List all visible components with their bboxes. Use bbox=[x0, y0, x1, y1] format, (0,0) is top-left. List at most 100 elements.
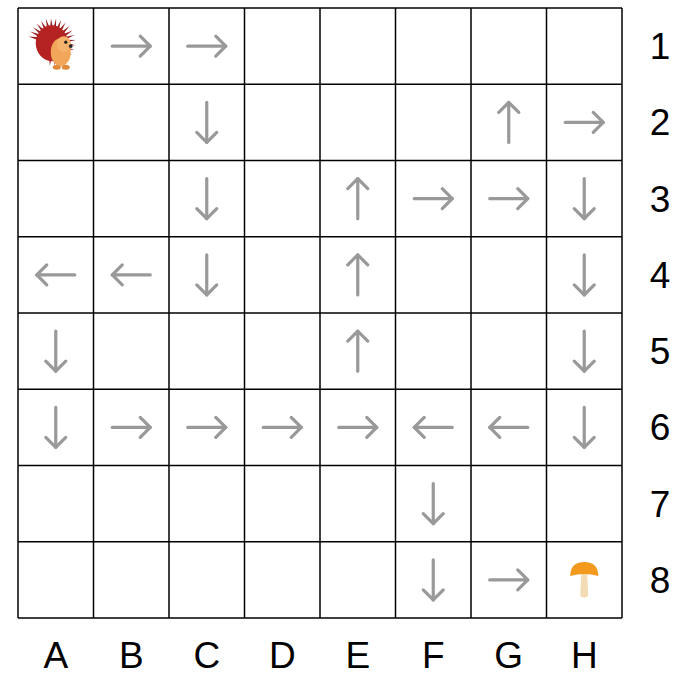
row-number: 4 bbox=[650, 256, 671, 293]
arrow-stroke bbox=[574, 437, 594, 447]
arrow-stroke bbox=[188, 45, 226, 48]
column-letter: G bbox=[494, 637, 523, 674]
direction-arrow bbox=[112, 265, 150, 285]
arrow-stroke bbox=[593, 112, 603, 132]
row-number: 8 bbox=[650, 561, 671, 598]
grid-lines bbox=[18, 8, 622, 618]
arrow-stroke bbox=[414, 417, 424, 437]
direction-arrow bbox=[565, 112, 603, 132]
arrow-stroke bbox=[112, 265, 122, 285]
arrow-stroke bbox=[112, 426, 150, 429]
arrow-stroke bbox=[518, 189, 528, 209]
row-number: 3 bbox=[650, 180, 671, 217]
direction-arrow bbox=[348, 255, 368, 295]
mushroom-icon bbox=[570, 562, 598, 598]
row-number: 5 bbox=[650, 333, 671, 370]
direction-arrow bbox=[112, 417, 150, 437]
arrow-stroke bbox=[348, 331, 368, 341]
direction-arrow bbox=[574, 331, 594, 371]
direction-arrow bbox=[46, 407, 66, 447]
arrow-stroke bbox=[54, 331, 57, 371]
direction-arrow bbox=[37, 265, 75, 285]
arrow-stroke bbox=[188, 426, 226, 429]
arrow-stroke bbox=[263, 426, 301, 429]
direction-arrow bbox=[414, 417, 452, 437]
arrow-stroke bbox=[197, 285, 217, 295]
direction-arrow bbox=[188, 36, 226, 56]
arrow-stroke bbox=[140, 36, 150, 56]
direction-arrow bbox=[490, 570, 528, 590]
column-letter: D bbox=[269, 637, 296, 674]
direction-arrow bbox=[197, 255, 217, 295]
grid-line bbox=[18, 7, 622, 9]
hedgehog-face bbox=[57, 36, 71, 52]
arrow-stroke bbox=[140, 417, 150, 437]
column-letter: B bbox=[119, 637, 144, 674]
grid-line bbox=[18, 312, 622, 314]
direction-arrow bbox=[188, 417, 226, 437]
arrow-stroke bbox=[205, 255, 208, 295]
arrow-stroke bbox=[112, 273, 150, 276]
arrow-stroke bbox=[583, 179, 586, 219]
direction-arrow bbox=[414, 189, 452, 209]
grid-line bbox=[18, 389, 622, 391]
arrow-stroke bbox=[414, 426, 452, 429]
arrow-stroke bbox=[356, 255, 359, 295]
column-letter: F bbox=[422, 637, 445, 674]
arrow-stroke bbox=[442, 189, 452, 209]
arrow-stroke bbox=[291, 417, 301, 437]
arrow-stroke bbox=[499, 102, 519, 112]
arrow-stroke bbox=[356, 179, 359, 219]
arrow-stroke bbox=[574, 361, 594, 371]
grid-line bbox=[18, 465, 622, 467]
direction-arrow bbox=[348, 331, 368, 371]
arrows bbox=[37, 36, 604, 600]
arrow-stroke bbox=[348, 179, 368, 189]
arrow-stroke bbox=[197, 132, 217, 142]
direction-arrow bbox=[348, 179, 368, 219]
arrow-stroke bbox=[46, 361, 66, 371]
direction-arrow bbox=[46, 331, 66, 371]
direction-arrow bbox=[574, 255, 594, 295]
arrow-stroke bbox=[423, 514, 443, 524]
direction-arrow bbox=[574, 179, 594, 219]
direction-arrow bbox=[197, 179, 217, 219]
arrow-stroke bbox=[574, 285, 594, 295]
arrow-stroke bbox=[432, 484, 435, 524]
arrow-stroke bbox=[490, 426, 528, 429]
row-number: 6 bbox=[650, 409, 671, 446]
row-number: 7 bbox=[650, 485, 671, 522]
arrow-stroke bbox=[414, 197, 452, 200]
arrow-stroke bbox=[423, 590, 443, 600]
arrow-stroke bbox=[583, 255, 586, 295]
direction-arrow bbox=[423, 560, 443, 600]
arrow-stroke bbox=[432, 560, 435, 600]
direction-arrow bbox=[339, 417, 377, 437]
row-number: 2 bbox=[650, 104, 671, 141]
direction-arrow bbox=[490, 189, 528, 209]
column-letter: A bbox=[43, 637, 68, 674]
arrow-stroke bbox=[197, 209, 217, 219]
grid-line bbox=[18, 84, 622, 86]
grid-line bbox=[18, 236, 622, 238]
hedgehog-foot bbox=[62, 65, 70, 70]
row-number: 1 bbox=[650, 28, 671, 65]
arrow-stroke bbox=[356, 331, 359, 371]
arrow-stroke bbox=[216, 36, 226, 56]
arrow-stroke bbox=[205, 102, 208, 142]
arrow-stroke bbox=[518, 570, 528, 590]
hedgehog-nose bbox=[69, 44, 73, 48]
direction-arrow bbox=[574, 407, 594, 447]
hedgehog-eye bbox=[64, 41, 67, 44]
hedgehog-icon bbox=[28, 18, 75, 69]
column-letter: E bbox=[345, 637, 370, 674]
direction-arrow bbox=[197, 102, 217, 142]
arrow-stroke bbox=[216, 417, 226, 437]
arrow-stroke bbox=[205, 179, 208, 219]
arrow-stroke bbox=[490, 417, 500, 437]
arrow-stroke bbox=[112, 45, 150, 48]
hedgehog-foot bbox=[53, 65, 61, 70]
grid-line bbox=[18, 617, 622, 619]
